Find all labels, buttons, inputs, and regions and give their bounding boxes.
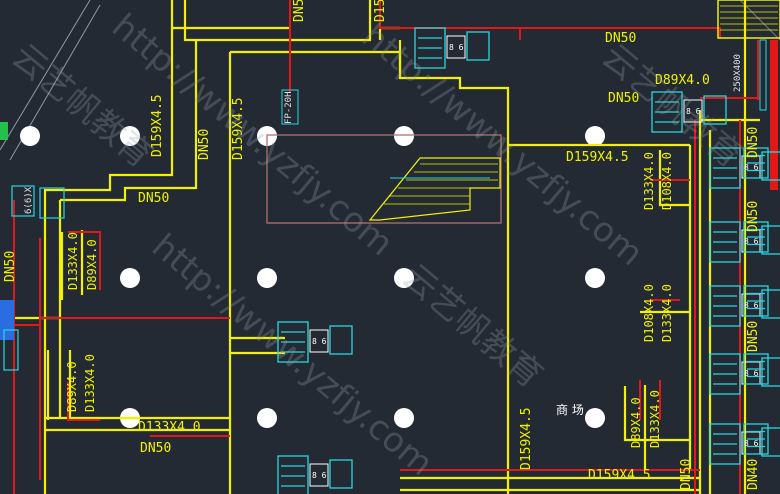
fcu-code: 8 6 — [744, 163, 759, 172]
pipe-label: D89X4.0 — [629, 397, 643, 448]
column-dot — [394, 126, 414, 146]
pipe-label: D133X4.0 — [83, 354, 97, 412]
unit-tag: 6(6)X — [24, 186, 34, 214]
duct-label: 250X400 — [733, 54, 743, 92]
fcu-code: 8 6 — [744, 369, 759, 378]
pipe-label: D133X4.0 — [642, 152, 656, 210]
pipe-label: D133X4.0 — [660, 284, 674, 342]
yellow-water-pipes — [0, 0, 760, 494]
fan-coil-unit: 8 6 — [709, 147, 780, 189]
column-dot — [120, 268, 140, 288]
column-dot — [257, 408, 277, 428]
pipe-label: DN50 — [679, 459, 694, 490]
fan-coil-unit: 8 6 — [277, 321, 353, 363]
stair-opening — [266, 134, 502, 224]
pipe-label: D159X4.5 — [150, 94, 165, 157]
fan-coil-unit: 8 6 — [709, 221, 780, 263]
fan-coil-units: 8 6 8 6 8 6 8 6 8 6 8 6 8 6 8 6 8 6 — [277, 27, 780, 494]
pipe-label: DN50 — [746, 321, 761, 352]
column-dot — [257, 268, 277, 288]
pipe-label: DN50 — [138, 191, 169, 206]
column-dot — [394, 408, 414, 428]
column-dot — [585, 408, 605, 428]
pipe-label: DN50 — [746, 127, 761, 158]
pipe-label: DN50 — [746, 201, 761, 232]
pipe-label: D133X4.0 — [138, 420, 201, 435]
fan-coil-unit: 8 6 — [709, 285, 780, 327]
fan-coil-unit — [743, 353, 769, 385]
pipe-label: DN5 — [292, 0, 307, 22]
duct-section-red — [770, 40, 778, 190]
pipe-label: DN50 — [197, 129, 212, 160]
fcu-code: 8 6 — [744, 237, 759, 246]
fp-tag-box — [281, 89, 299, 125]
fan-coil-unit: 8 6 — [277, 455, 353, 494]
fan-coil-unit: 8 6 — [651, 91, 727, 133]
fan-coil-unit — [743, 285, 769, 317]
pipe-label: DN50 — [3, 251, 18, 282]
pipe-label: D159X4.5 — [588, 468, 651, 483]
pipe-label: D89X4.0 — [655, 73, 710, 88]
left-edge-equipment — [0, 122, 65, 371]
room-label: 商 场 — [556, 402, 584, 417]
pipe-label: DN40 — [746, 459, 761, 490]
pipe-label: D89X4.0 — [65, 361, 79, 412]
escalator-shape — [368, 157, 501, 221]
fcu-code: 8 6 — [744, 301, 759, 310]
pipe-label: DN50 — [140, 441, 171, 456]
pipe-label: D159X4.5 — [566, 150, 629, 165]
fan-coil-unit — [743, 147, 769, 179]
column-dot — [20, 126, 40, 146]
pipe-label: D108X4.0 — [642, 284, 656, 342]
stair-outline — [266, 134, 502, 224]
pipe-label: D159X4.5 — [231, 97, 246, 160]
pipe-label: DN50 — [605, 31, 636, 46]
fcu-code: 8 6 — [449, 43, 464, 52]
pipe-labels: DN50 DN50 DN50 DN50 D159X4.5 D89X4.0 D13… — [3, 0, 761, 490]
pipe-label: D133X4.0 — [66, 232, 80, 290]
pipe-label: D159X4.5 — [519, 407, 534, 470]
watermark-brand: 云艺帆教育 — [394, 256, 550, 396]
fan-coil-unit: 8 6 — [414, 27, 490, 69]
column-dot — [120, 126, 140, 146]
fan-coil-unit — [743, 423, 769, 455]
pipe-label: D108X4.0 — [660, 152, 674, 210]
column-dot — [585, 268, 605, 288]
pipe-label: D159 — [373, 0, 388, 22]
pipe-label: D89X4.0 — [85, 239, 99, 290]
fcu-code: 8 6 — [686, 107, 701, 116]
fan-coil-unit — [743, 221, 769, 253]
pipe-label: D133X4.0 — [648, 390, 662, 448]
watermark-url: http://www.yzfjy.com — [144, 226, 440, 484]
fcu-code: 8 6 — [312, 337, 327, 346]
air-duct — [717, 0, 780, 190]
column-dot — [394, 268, 414, 288]
fp-tag: FP-20H — [284, 91, 294, 124]
fcu-code: 8 6 — [744, 439, 759, 448]
structural-columns — [20, 126, 605, 428]
fcu-code: 8 6 — [312, 471, 327, 480]
pipe-label: DN50 — [608, 91, 639, 106]
column-dot — [585, 126, 605, 146]
